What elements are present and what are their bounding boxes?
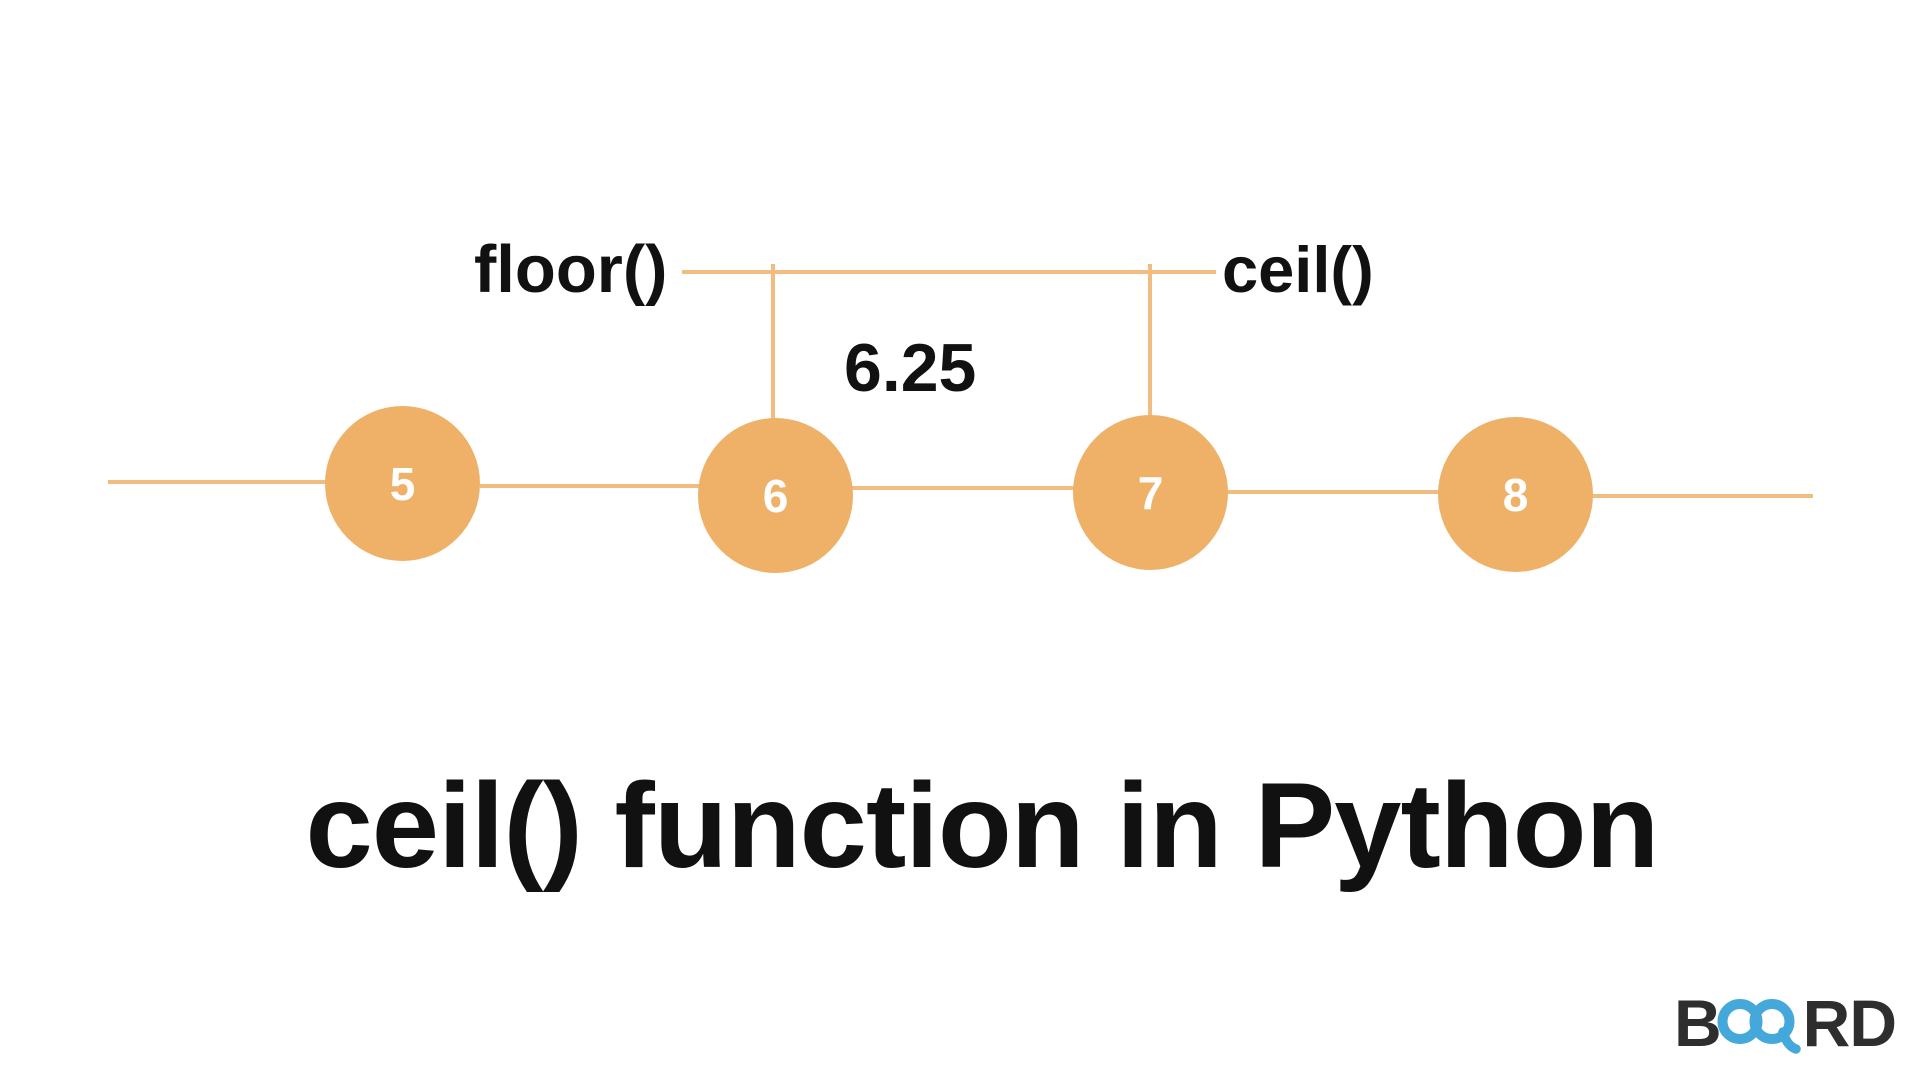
board-logo: B RD — [1674, 986, 1897, 1060]
number-point-5-label: 5 — [389, 457, 416, 510]
floor-function-label: floor() — [474, 232, 668, 307]
ceil-function-label: ceil() — [1222, 233, 1374, 306]
page-title: ceil() function in Python — [305, 757, 1660, 893]
number-point-5: 5 — [325, 406, 480, 561]
number-point-7-label: 7 — [1137, 466, 1164, 519]
number-point-7: 7 — [1073, 415, 1228, 570]
marked-value-label: 6.25 — [844, 330, 977, 406]
number-point-8-label: 8 — [1502, 468, 1529, 521]
logo-letters-right: RD — [1802, 986, 1897, 1060]
logo-letters-left: B — [1674, 986, 1722, 1060]
number-point-6: 6 — [698, 418, 853, 573]
number-point-6-label: 6 — [762, 469, 789, 522]
number-point-8: 8 — [1438, 417, 1593, 572]
infinity-oa-icon — [1717, 999, 1801, 1054]
